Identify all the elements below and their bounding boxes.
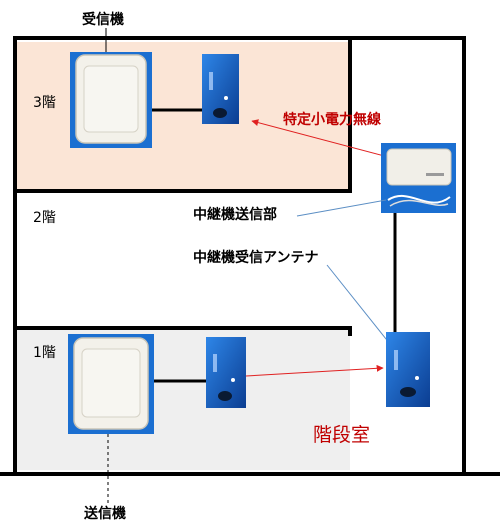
receiver-label: 受信機 <box>82 11 124 28</box>
transmitter-panel <box>68 334 154 434</box>
detector-floor1 <box>206 337 246 408</box>
wireless-label: 特定小電力無線 <box>283 111 381 128</box>
floor3-label: 3階 <box>33 95 56 111</box>
floor1-label: 1階 <box>33 345 56 361</box>
relay-receiver-antenna-leader <box>326 264 391 345</box>
floor1-area <box>17 330 350 470</box>
relay-transmitter-label: 中継機送信部 <box>193 206 277 223</box>
floor1-wireless-arrow <box>245 364 384 377</box>
transmitter-label: 送信機 <box>83 505 126 522</box>
receiver-panel <box>70 52 152 148</box>
relay-receiver-antenna-unit <box>386 332 430 407</box>
detector-floor3 <box>202 54 239 124</box>
wireless-arrow <box>251 119 389 158</box>
floor2-label: 2階 <box>33 210 56 226</box>
stairwell-label: 階段室 <box>313 424 370 446</box>
relay-transmitter-unit <box>381 143 456 213</box>
relay-receiver-antenna-label: 中継機受信アンテナ <box>193 249 318 266</box>
relay-transmitter-leader <box>296 199 387 217</box>
building-walls <box>0 36 500 476</box>
